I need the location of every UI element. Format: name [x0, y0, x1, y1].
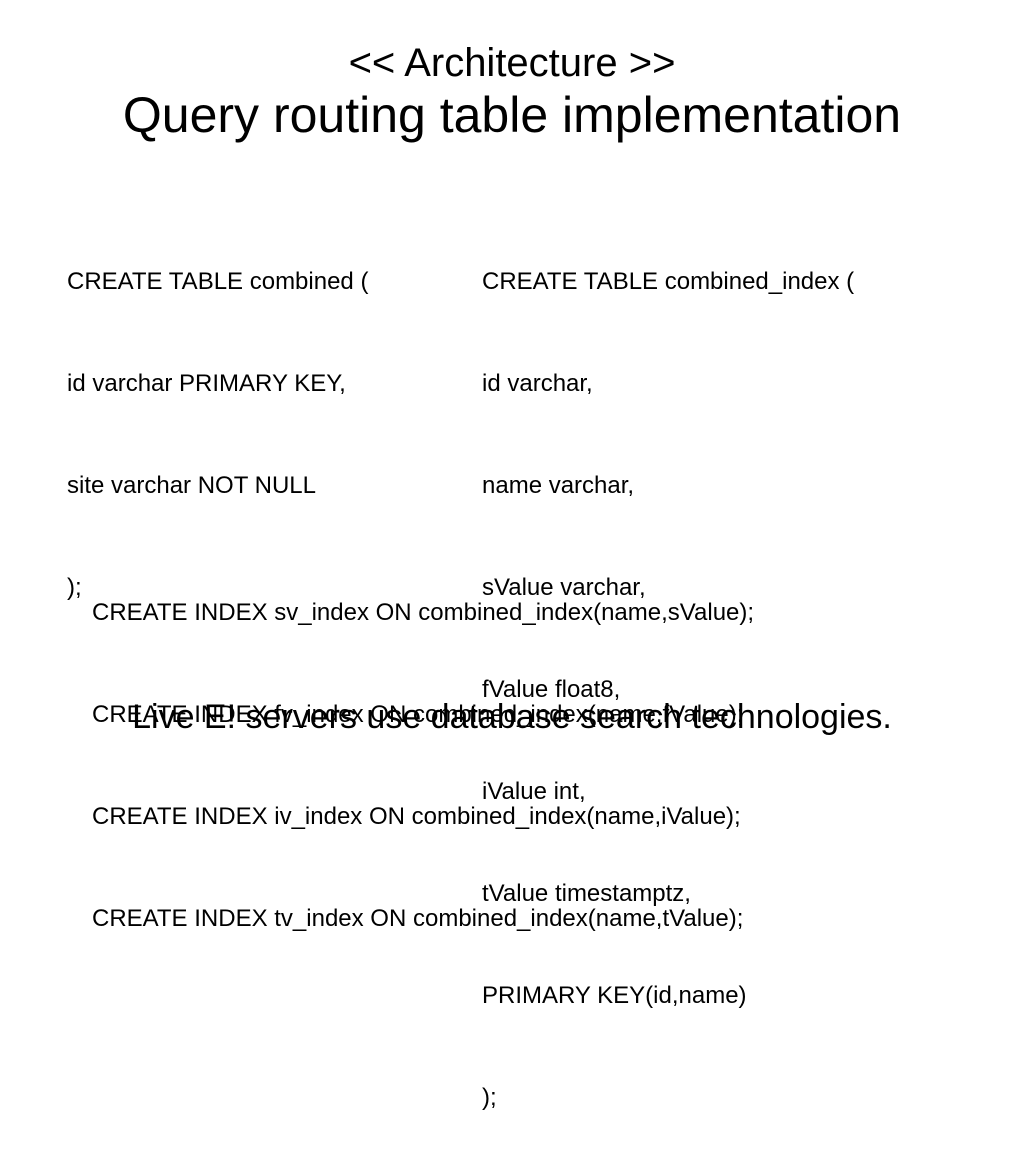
- create-index-block: CREATE INDEX sv_index ON combined_index(…: [92, 528, 754, 970]
- code-line: CREATE TABLE combined (: [67, 268, 369, 295]
- code-line: CREATE TABLE combined_index (: [482, 268, 855, 295]
- footer-statement: Live E! servers use database search tech…: [132, 698, 892, 736]
- code-line: id varchar,: [482, 370, 593, 397]
- create-table-combined-block: CREATE TABLE combined ( id varchar PRIMA…: [67, 197, 368, 639]
- code-line: fValue float8,: [482, 676, 621, 703]
- code-line: name varchar,: [482, 472, 635, 499]
- code-line: sValue varchar,: [482, 574, 646, 601]
- code-line: CREATE INDEX sv_index ON combined_index(…: [92, 599, 755, 626]
- code-line: id varchar PRIMARY KEY,: [67, 370, 346, 397]
- slide-title: << Architecture >> Query routing table i…: [0, 40, 1024, 144]
- section-heading: << Architecture >>: [348, 41, 676, 85]
- code-line: CREATE INDEX iv_index ON combined_index(…: [92, 803, 741, 830]
- code-line: );: [67, 574, 82, 601]
- code-line: site varchar NOT NULL: [67, 472, 316, 499]
- code-line: );: [482, 1084, 497, 1111]
- code-line: CREATE INDEX tv_index ON combined_index(…: [92, 905, 744, 932]
- code-line: PRIMARY KEY(id,name): [482, 982, 747, 1009]
- page-title: Query routing table implementation: [122, 87, 902, 143]
- code-line: CREATE INDEX fv_index ON combined_index(…: [92, 701, 744, 728]
